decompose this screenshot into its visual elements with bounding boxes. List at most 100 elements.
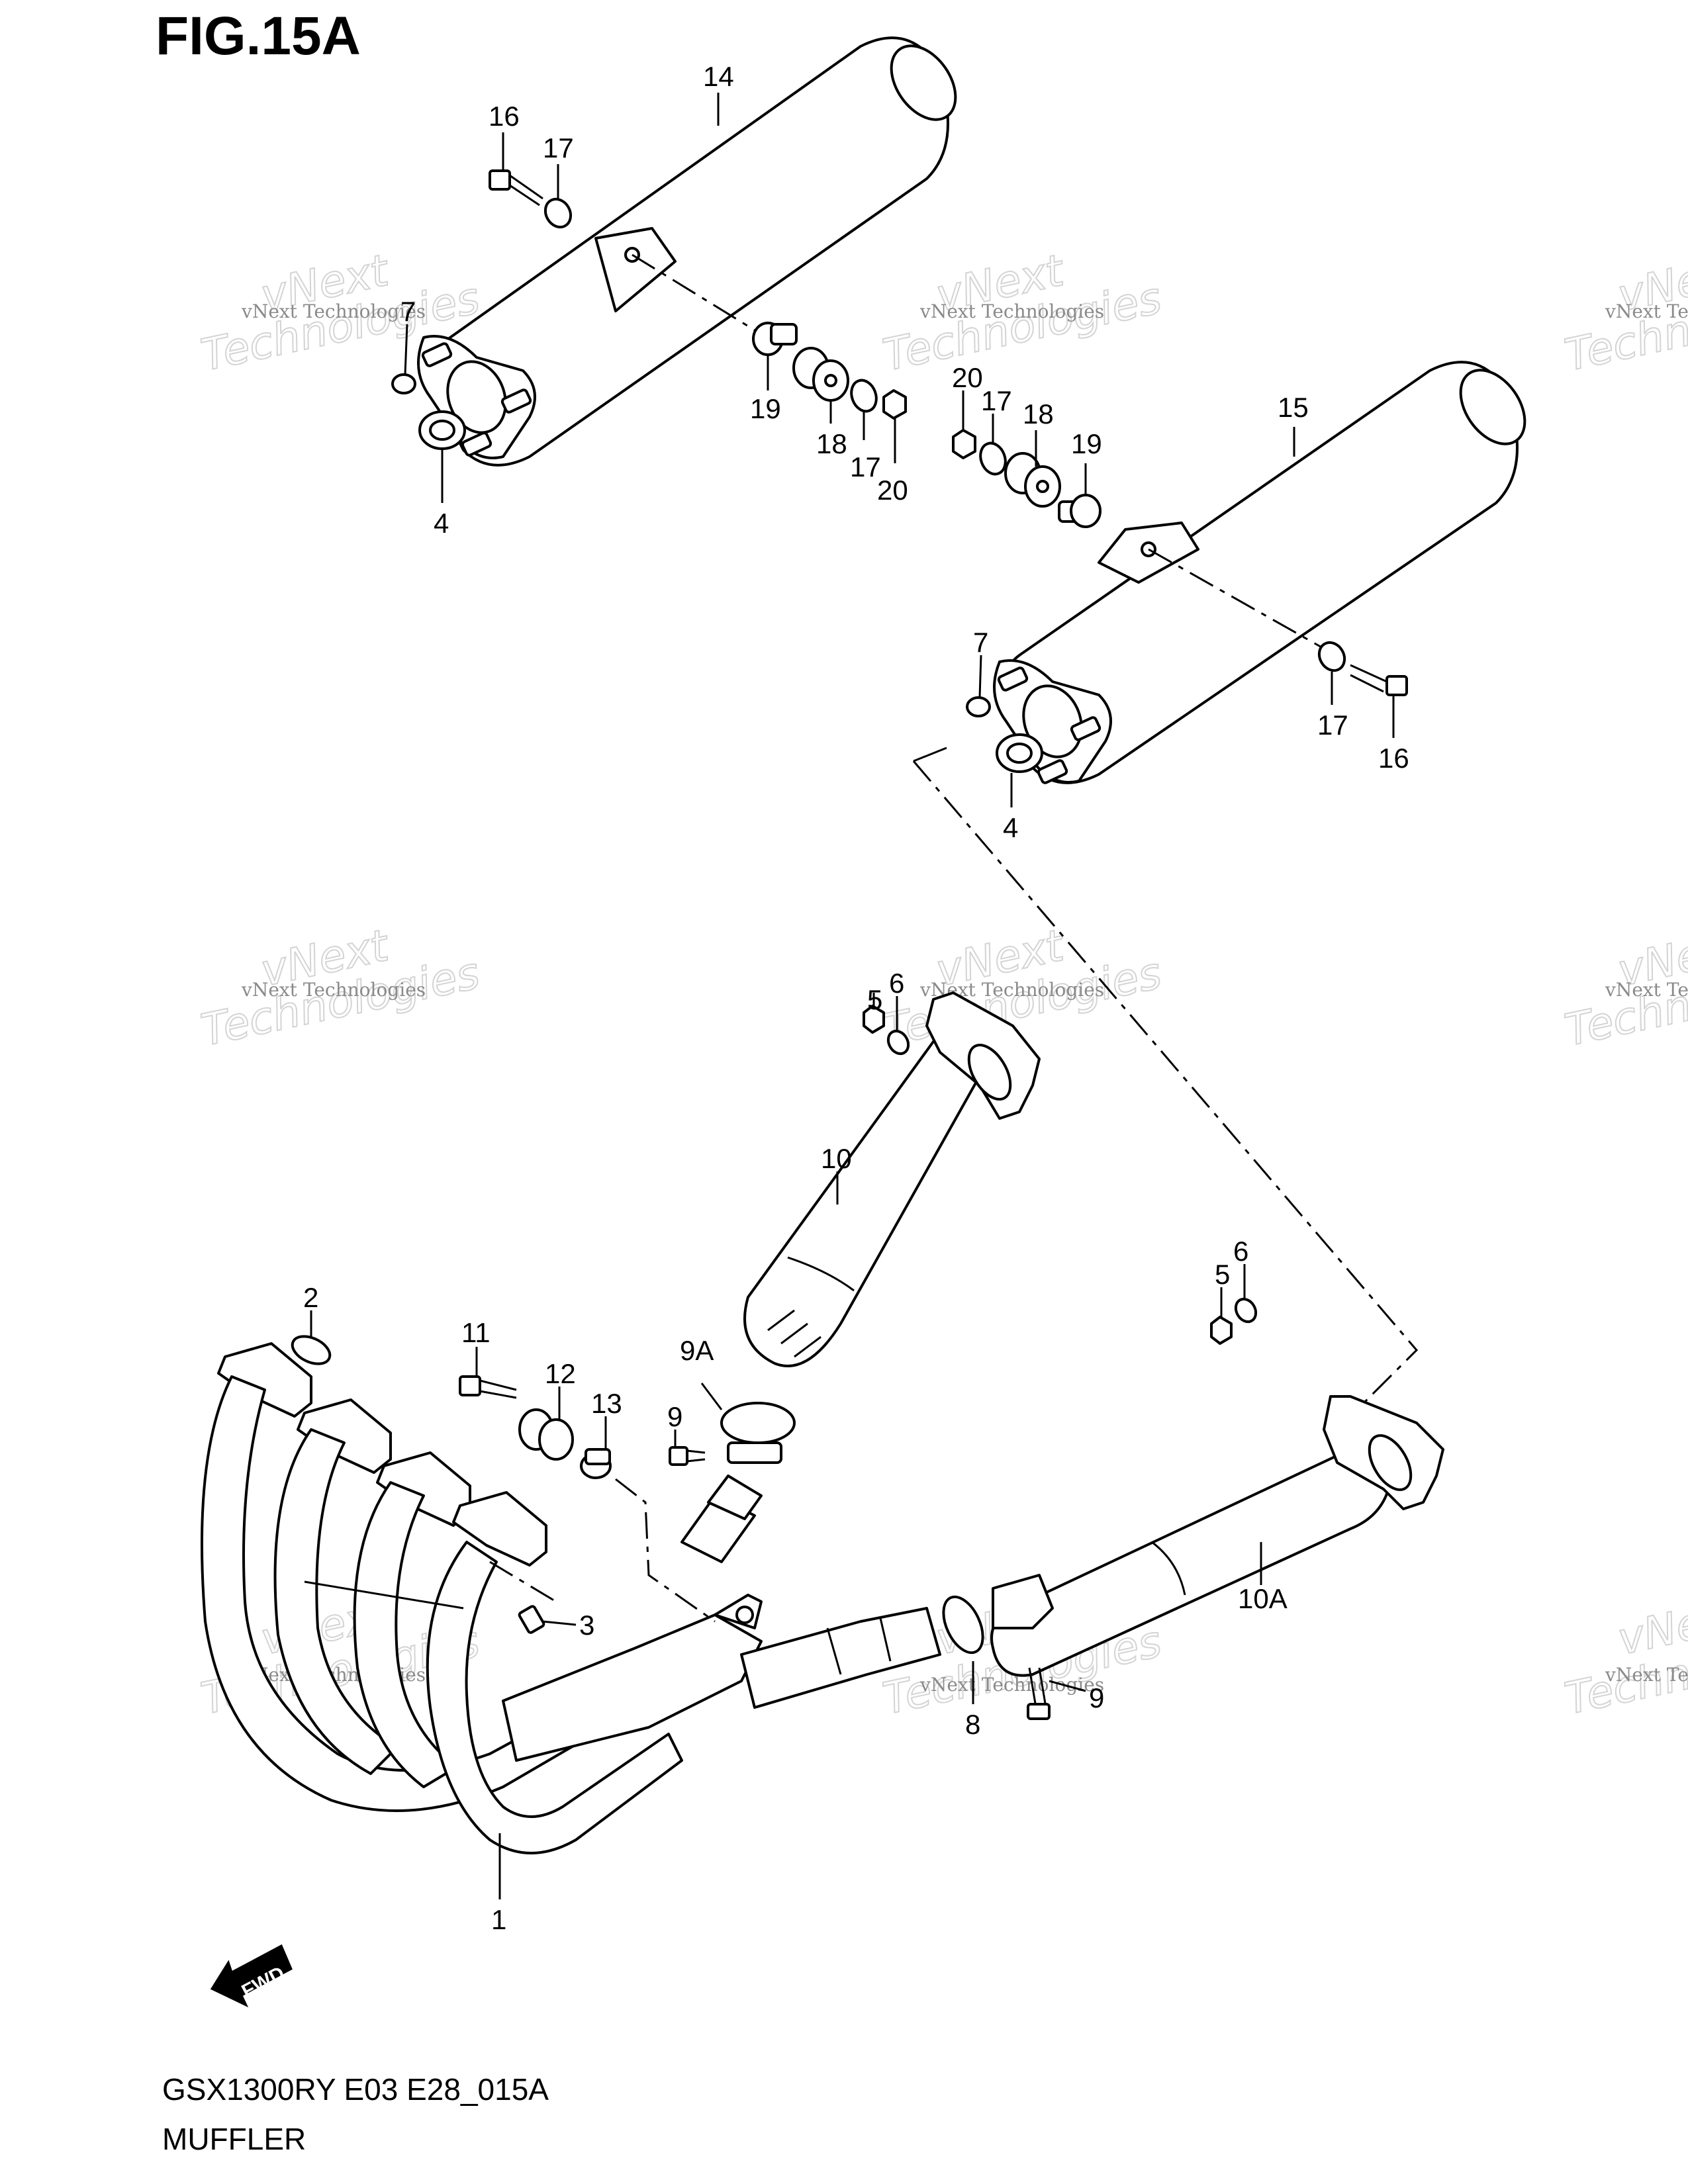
header-flange-1 [217, 1342, 312, 1418]
muffler-15-inlet [1022, 684, 1083, 758]
callout-20-right: 20 [952, 362, 983, 393]
bolt-16-right-head [1385, 675, 1408, 696]
collar-19-right [1058, 494, 1102, 528]
nut-5-lower [1210, 1316, 1233, 1345]
callouts: 14 16 17 7 4 19 18 17 20 20 17 18 19 15 … [303, 61, 1409, 1935]
assembly-line-muffler-15 [912, 760, 1419, 1424]
bolt-9-clamp-head [669, 1446, 688, 1466]
watermark-2: vNext Technologies vNext Technologies [878, 244, 1166, 382]
assembly-line-muffler-15-lead [913, 747, 947, 762]
callout-18-right: 18 [1023, 398, 1054, 430]
bolt-3 [489, 1561, 557, 1634]
header-brace [304, 1580, 464, 1610]
collar-19-left [752, 322, 798, 356]
callout-1: 1 [491, 1904, 506, 1935]
clamp-9a-band [727, 1441, 782, 1464]
mount-axis-right [1148, 548, 1325, 650]
header-outlet [740, 1607, 941, 1709]
fwd-arrow-icon [210, 1944, 293, 2008]
pipe-10a [990, 1395, 1444, 1677]
down-pipe-2 [273, 1428, 399, 1775]
grommet-18-right-hole [1036, 480, 1049, 493]
collar-13 [580, 1448, 612, 1479]
bolt-16-right [1350, 664, 1408, 696]
muffler-15-end-cap [1459, 369, 1526, 445]
callout-19-right: 19 [1071, 428, 1102, 459]
washer-17-upper [543, 197, 573, 229]
muffler-14-bracket [594, 227, 677, 312]
pipe-10a-tube [990, 1447, 1391, 1677]
callout-4-right: 4 [1003, 812, 1018, 843]
washer-7-left [391, 373, 416, 394]
gasket-4-left-hole [429, 420, 455, 441]
watermark-9: vNext Technologies vNext Technologies [1560, 1588, 1688, 1725]
down-pipe-1 [201, 1375, 663, 1812]
callout-8: 8 [965, 1709, 980, 1740]
callout-17-right: 17 [1317, 709, 1348, 741]
callout-7-left: 7 [400, 296, 416, 327]
svg-text:vNext Technologies: vNext Technologies [919, 1674, 1104, 1696]
callout-10: 10 [821, 1143, 852, 1174]
svg-text:vNext Technologies: vNext Technologies [1605, 979, 1688, 1001]
gasket-4-right-hole [1006, 743, 1033, 764]
header-flange-4 [452, 1491, 547, 1567]
bolt-9-clamp [669, 1446, 706, 1466]
collar-19-left-sleeve [770, 323, 798, 345]
grommet-18-left-hole [824, 374, 837, 387]
exhaust-header-1 [201, 1342, 941, 1854]
watermark-4: vNext Technologies vNext Technologies [196, 919, 485, 1057]
bolt-9-clamp-shank [686, 1449, 706, 1463]
watermark-3: vNext Technologies vNext Technologies [1560, 244, 1688, 382]
cushion-12 [518, 1408, 574, 1461]
bolt-3-axis [489, 1561, 557, 1603]
callout-5-lower: 5 [1215, 1259, 1230, 1290]
pipe-10a-band [1151, 1541, 1186, 1596]
muffler-14-stud-3 [461, 432, 492, 457]
clamp-8-ring [942, 1595, 984, 1655]
grommet-18-left [792, 347, 849, 402]
muffler-14-end-cap [890, 44, 957, 121]
callout-4-left: 4 [434, 508, 449, 539]
cushion-12-inner [538, 1418, 574, 1461]
callout-15: 15 [1278, 392, 1309, 423]
bolt-11 [459, 1375, 517, 1399]
callout-11: 11 [461, 1317, 491, 1348]
nut-20-right [952, 429, 976, 459]
down-pipe-4 [426, 1541, 683, 1854]
svg-text:vNext Technologies: vNext Technologies [919, 300, 1104, 322]
down-pipe-3 [353, 1481, 458, 1788]
nut-5-upper [863, 1005, 885, 1034]
leader-lines [310, 93, 1395, 1899]
washer-17-left-stack [850, 379, 878, 413]
bolt-3-body [518, 1605, 545, 1634]
bolt-9-right-head [1027, 1703, 1051, 1720]
callout-17-left-stack: 17 [850, 451, 881, 482]
figure-name: MUFFLER [162, 2122, 306, 2156]
washer-6-lower [1234, 1297, 1258, 1324]
callout-9a: 9A [680, 1335, 714, 1366]
callout-6-upper: 6 [889, 968, 904, 999]
muffler-15-stud-2 [1070, 716, 1102, 741]
pipe-10a-collar [992, 1574, 1054, 1629]
forward-direction-arrow: FWD [210, 1944, 293, 2008]
muffler-14-stud-1 [421, 342, 453, 367]
muffler-14-stud-2 [500, 388, 532, 414]
bolt-16-right-shank [1350, 664, 1387, 693]
header-mount-hole [735, 1606, 754, 1624]
callout-10a: 10A [1238, 1583, 1288, 1614]
mount-axis-header [615, 1478, 716, 1623]
washer-17-right [1317, 641, 1346, 672]
svg-text:vNext Technologies: vNext Technologies [241, 300, 426, 322]
bolt-16-upper-head [489, 169, 511, 191]
svg-text:vNext Technologies: vNext Technologies [1605, 1664, 1688, 1686]
washer-6-upper [886, 1029, 910, 1056]
svg-text:vNext Technologies: vNext Technologies [1605, 300, 1688, 322]
muffler-15-stud-1 [997, 666, 1029, 692]
figure-title: FIG.15A [156, 6, 361, 66]
pipe-10-slits [767, 1309, 821, 1358]
muffler-15 [993, 361, 1526, 784]
mount-axis-left [632, 253, 762, 336]
callout-16-right: 16 [1378, 743, 1409, 774]
callout-19-left: 19 [750, 393, 781, 424]
